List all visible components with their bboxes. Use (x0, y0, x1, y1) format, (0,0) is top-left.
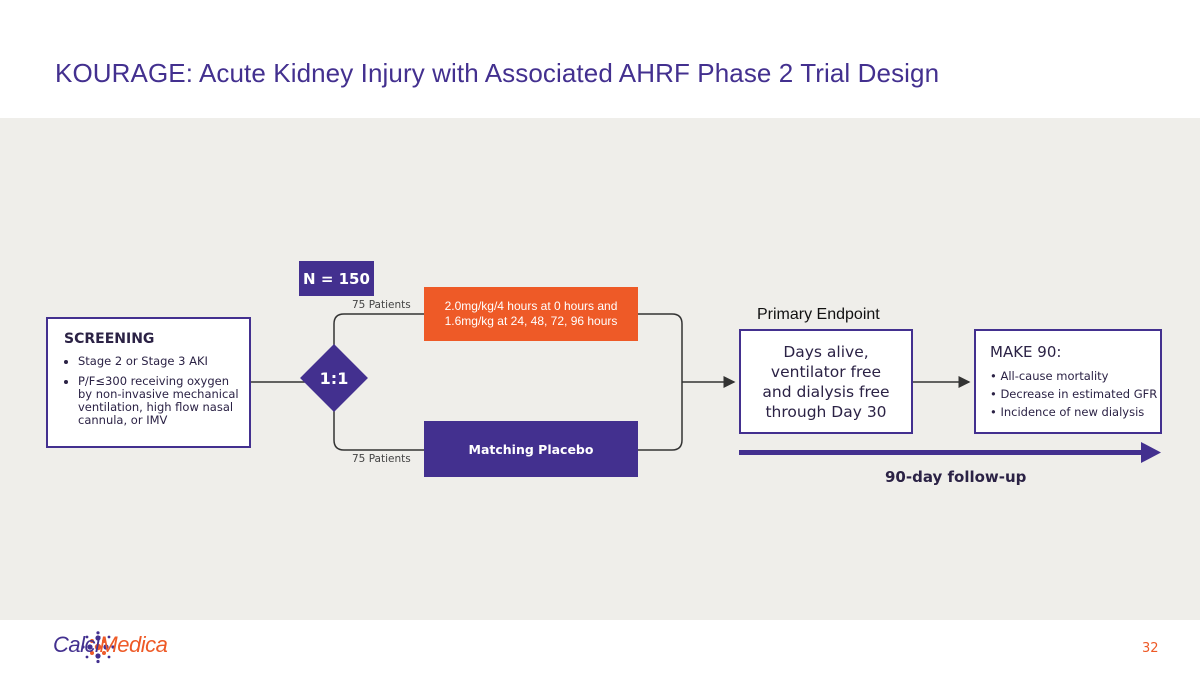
placebo-arm-box: Matching Placebo (424, 421, 638, 477)
primary-endpoint-label: Primary Endpoint (757, 306, 880, 323)
page-number: 32 (1142, 641, 1159, 656)
make90-item: Incidence of new dialysis (990, 403, 1160, 421)
connector-lines (251, 313, 1161, 463)
make90-list: All-cause mortality Decrease in estimate… (990, 367, 1160, 421)
screening-box: SCREENING Stage 2 or Stage 3 AKI P/F≤300… (46, 317, 251, 448)
randomization-ratio: 1:1 (319, 369, 349, 388)
make90-item: Decrease in estimated GFR (990, 385, 1160, 403)
make90-item: All-cause mortality (990, 367, 1160, 385)
make90-heading: MAKE 90: (990, 343, 1062, 361)
sample-size-badge: N = 150 (299, 261, 374, 296)
bottom-arm-patients: 75 Patients (352, 453, 411, 465)
logo-part1: Calci (53, 632, 100, 657)
screening-heading: SCREENING (64, 331, 155, 347)
make90-box: MAKE 90: All-cause mortality Decrease in… (974, 329, 1162, 434)
followup-arrow-shaft (739, 450, 1143, 455)
screening-list: Stage 2 or Stage 3 AKI P/F≤300 receiving… (64, 355, 239, 427)
endpoint-line: Days alive, (783, 342, 869, 361)
dose-line: 2.0mg/kg/4 hours at 0 hours and (444, 299, 618, 313)
screening-item: Stage 2 or Stage 3 AKI (78, 355, 239, 368)
primary-endpoint-box: Days alive, ventilator free and dialysis… (739, 329, 913, 434)
dose-line: 1.6mg/kg at 24, 48, 72, 96 hours (444, 314, 618, 328)
endpoint-line: through Day 30 (765, 402, 887, 421)
calcimedica-logo-icon (81, 631, 115, 664)
diagram-panel: SCREENING Stage 2 or Stage 3 AKI P/F≤300… (0, 118, 1200, 620)
endpoint-line: ventilator free (770, 362, 882, 381)
treatment-arm-box: 2.0mg/kg/4 hours at 0 hours and 1.6mg/kg… (424, 287, 638, 341)
calcimedica-logo-text: CalciMedica (53, 632, 168, 658)
bottom-arm-connector (333, 410, 424, 451)
logo-part2: Medica (99, 632, 168, 657)
slide-title: KOURAGE: Acute Kidney Injury with Associ… (55, 58, 940, 88)
followup-arrow-head (1141, 442, 1161, 463)
followup-label: 90-day follow-up (885, 468, 1027, 486)
top-arm-connector (333, 313, 424, 354)
merge-bracket (638, 313, 683, 451)
endpoint-line: and dialysis free (762, 382, 890, 401)
screening-item: P/F≤300 receiving oxygen by non-invasive… (78, 375, 239, 427)
top-arm-patients: 75 Patients (352, 299, 411, 311)
